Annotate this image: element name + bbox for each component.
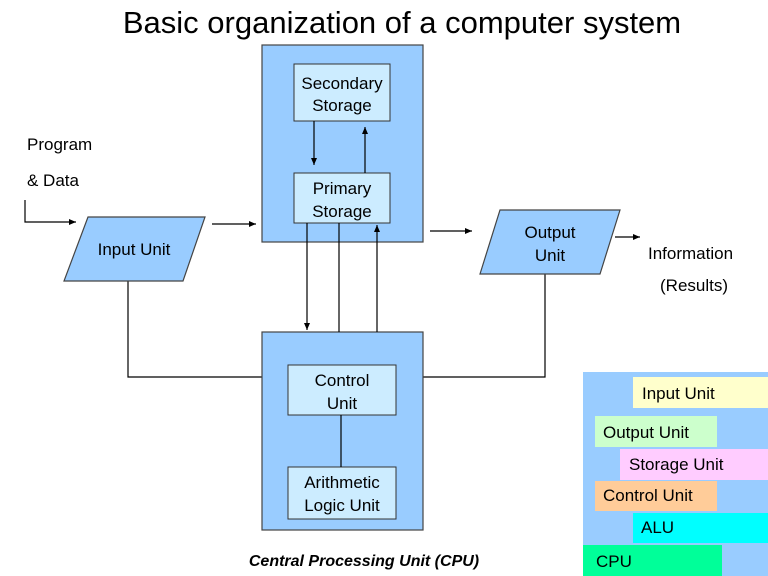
- output-unit-shape: [479, 209, 621, 275]
- alu-box: [287, 466, 397, 520]
- control-unit-label-1: Control: [315, 371, 370, 390]
- output-unit-label-1: Output: [524, 223, 575, 242]
- results-label: (Results): [660, 276, 728, 295]
- input-unit-shape: [63, 216, 206, 282]
- legend-storage-label: Storage Unit: [629, 455, 724, 474]
- secondary-storage-label-1: Secondary: [301, 74, 383, 93]
- output-cpu-line: [423, 274, 546, 378]
- legend-control-label: Control Unit: [603, 486, 693, 505]
- primary-storage-box: [293, 172, 391, 224]
- secondary-storage-label-2: Storage: [312, 96, 372, 115]
- legend-swatch-control: [595, 481, 717, 511]
- legend-cpu-label: CPU: [596, 552, 632, 571]
- control-unit-box: [287, 364, 397, 416]
- legend-swatch-output: [595, 416, 717, 447]
- secondary-storage-box: [293, 63, 391, 122]
- program-data-arrow: [24, 200, 76, 225]
- legend: Input Unit Output Unit Storage Unit Cont…: [583, 372, 768, 576]
- page-title: Basic organization of a computer system: [123, 5, 681, 40]
- information-label: Information: [648, 244, 733, 263]
- legend-input-label: Input Unit: [642, 384, 715, 403]
- legend-swatch-cpu: [583, 545, 722, 576]
- legend-swatch-input: [633, 377, 768, 408]
- legend-output-label: Output Unit: [603, 423, 689, 442]
- input-unit-label: Input Unit: [98, 240, 171, 259]
- alu-label-1: Arithmetic: [304, 473, 380, 492]
- control-unit-label-2: Unit: [327, 394, 358, 413]
- legend-swatch-storage: [620, 449, 768, 480]
- legend-swatch-alu: [633, 513, 768, 543]
- cpu-caption: Central Processing Unit (CPU): [249, 553, 479, 570]
- program-label: Program: [27, 135, 92, 154]
- legend-alu-label: ALU: [641, 518, 674, 537]
- primary-storage-label-2: Storage: [312, 202, 372, 221]
- output-unit-label-2: Unit: [535, 246, 566, 265]
- data-label: & Data: [27, 171, 80, 190]
- primary-storage-label-1: Primary: [313, 179, 372, 198]
- alu-label-2: Logic Unit: [304, 496, 380, 515]
- input-cpu-line: [127, 281, 262, 378]
